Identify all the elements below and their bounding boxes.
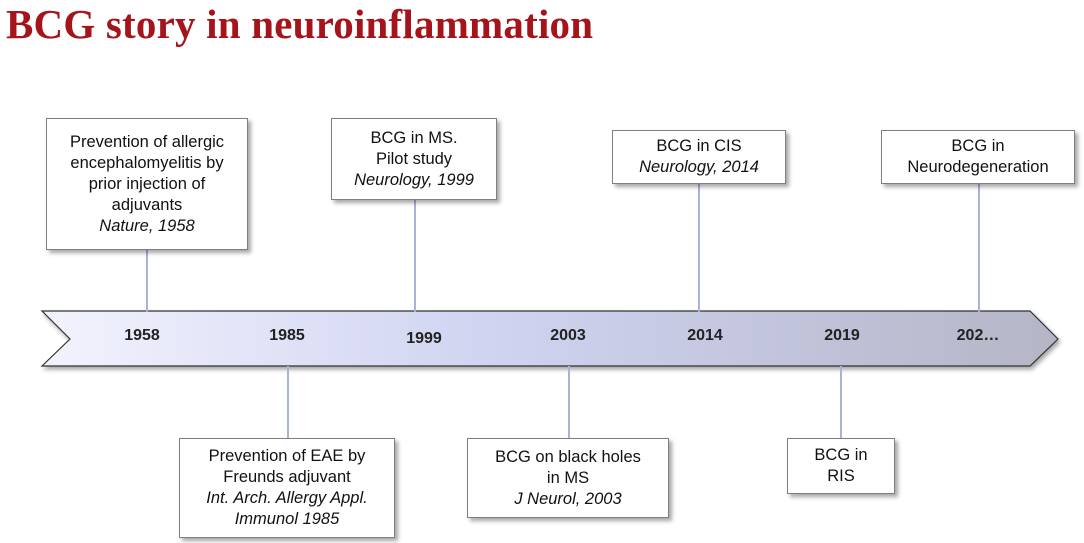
event-box-202x: BCG in Neurodegeneration bbox=[881, 130, 1075, 184]
year-label-1985: 1985 bbox=[269, 327, 305, 344]
connector-1999 bbox=[414, 200, 416, 312]
event-text: BCG on black holes bbox=[495, 447, 641, 466]
event-box-1958: Prevention of allergic encephalomyelitis… bbox=[46, 118, 248, 250]
event-text: Freunds adjuvant bbox=[223, 468, 351, 486]
event-text: BCG in CIS bbox=[656, 137, 742, 155]
event-box-2014: BCG in CIS Neurology, 2014 bbox=[612, 130, 786, 184]
event-text: in MS bbox=[546, 468, 590, 487]
event-reference: Nature, 1958 bbox=[99, 216, 195, 235]
year-label-1958: 1958 bbox=[124, 327, 160, 344]
event-box-1985: Prevention of EAE by Freunds adjuvant In… bbox=[179, 438, 395, 538]
connector-2019 bbox=[840, 366, 842, 438]
year-label-2014: 2014 bbox=[687, 327, 723, 344]
event-text: adjuvants bbox=[111, 195, 183, 214]
event-text: Prevention of allergic bbox=[69, 132, 225, 151]
event-reference: Int. Arch. Allergy Appl. bbox=[206, 489, 368, 507]
year-label-2019: 2019 bbox=[824, 327, 860, 344]
event-text: Neurodegeneration bbox=[907, 158, 1049, 176]
connector-1958 bbox=[146, 250, 148, 312]
event-reference: Neurology, 2014 bbox=[639, 158, 759, 176]
event-box-2003: BCG on black holes in MS J Neurol, 2003 bbox=[467, 438, 669, 518]
event-text: Pilot study bbox=[375, 149, 453, 168]
page-title: BCG story in neuroinflammation bbox=[6, 1, 594, 47]
event-text: RIS bbox=[827, 467, 855, 485]
event-text: prior injection of bbox=[88, 174, 206, 193]
event-text: encephalomyelitis by bbox=[70, 153, 224, 172]
event-box-2019: BCG in RIS bbox=[787, 438, 895, 494]
connector-202x bbox=[978, 184, 980, 312]
event-reference: Neurology, 1999 bbox=[354, 170, 474, 189]
event-text: BCG in MS. bbox=[370, 128, 458, 147]
event-text: Prevention of EAE by bbox=[208, 447, 366, 465]
connector-2014 bbox=[698, 184, 700, 312]
connector-1985 bbox=[287, 366, 289, 438]
event-reference: Immunol 1985 bbox=[234, 510, 340, 528]
connector-2003 bbox=[568, 366, 570, 438]
year-label-202x: 202… bbox=[956, 327, 1000, 344]
event-text: BCG in bbox=[814, 446, 868, 464]
year-label-1999: 1999 bbox=[406, 330, 442, 347]
event-text: BCG in bbox=[951, 137, 1005, 155]
event-reference: J Neurol, 2003 bbox=[514, 489, 622, 508]
year-label-2003: 2003 bbox=[550, 327, 586, 344]
event-box-1999: BCG in MS. Pilot study Neurology, 1999 bbox=[331, 118, 497, 200]
